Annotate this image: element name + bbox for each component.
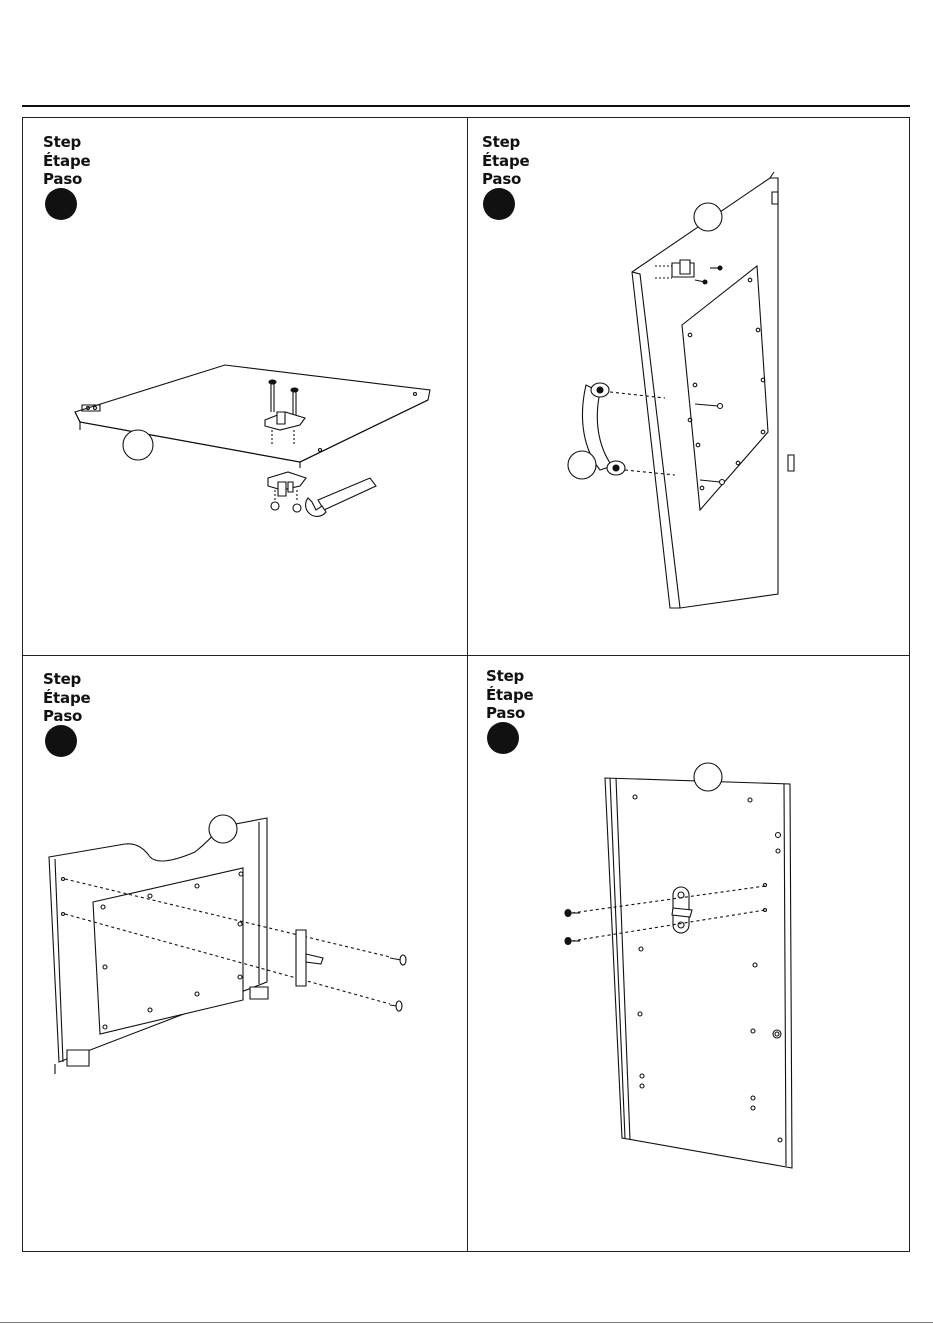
step-word-fr: Étape xyxy=(486,686,533,705)
step-number-circle-1 xyxy=(45,188,77,220)
callout-circle xyxy=(694,763,722,791)
bracket-icon xyxy=(268,472,306,496)
step-label-3: Step Étape Paso xyxy=(43,670,90,726)
screw-icon xyxy=(565,910,580,945)
step-word-fr: Étape xyxy=(482,152,529,171)
callout-circle xyxy=(568,451,596,479)
step-word-en: Step xyxy=(486,667,533,686)
grid-divider-horizontal xyxy=(23,655,909,656)
panel-illustration xyxy=(560,760,810,1170)
step-label-1: Step Étape Paso xyxy=(43,133,90,189)
step-number-circle-4 xyxy=(487,722,519,754)
panel-illustration xyxy=(60,350,390,530)
step-word-en: Step xyxy=(43,670,90,689)
panel-illustration xyxy=(45,812,425,1077)
bracket-icon xyxy=(672,260,694,277)
bracket-icon xyxy=(672,887,692,933)
bracket-icon xyxy=(296,930,323,986)
step-word-en: Step xyxy=(43,133,90,152)
step-label-2: Step Étape Paso xyxy=(482,133,529,189)
step-word-en: Step xyxy=(482,133,529,152)
callout-circle xyxy=(694,203,722,231)
grid-divider-vertical xyxy=(467,118,468,1251)
callout-circle xyxy=(209,815,237,843)
header-rule xyxy=(22,105,910,107)
step-number-circle-3 xyxy=(45,725,77,757)
panel-illustration xyxy=(560,170,820,610)
screw-icon xyxy=(390,955,406,1011)
step-word-es: Paso xyxy=(482,170,529,189)
wrench-icon xyxy=(306,478,376,516)
footer-rule xyxy=(0,1322,933,1323)
step-word-es: Paso xyxy=(486,704,533,723)
step-word-fr: Étape xyxy=(43,689,90,708)
step-word-es: Paso xyxy=(43,707,90,726)
step-label-4: Step Étape Paso xyxy=(486,667,533,723)
callout-circle xyxy=(123,430,153,460)
step-word-es: Paso xyxy=(43,170,90,189)
step-number-circle-2 xyxy=(483,188,515,220)
step-word-fr: Étape xyxy=(43,152,90,171)
